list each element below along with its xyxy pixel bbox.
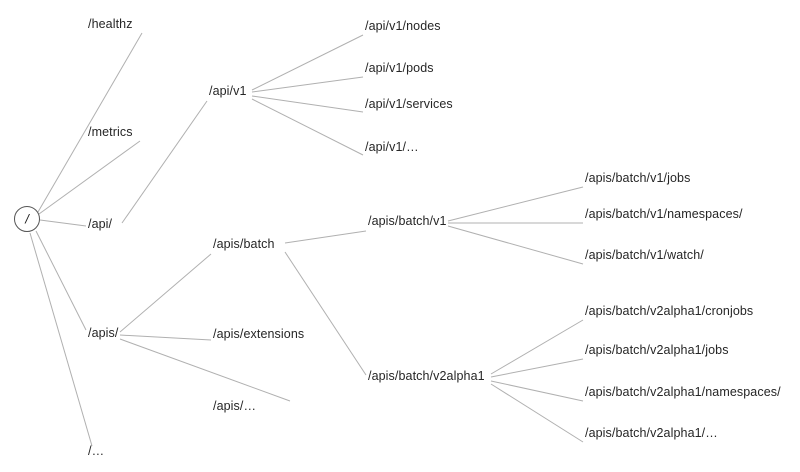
node-root[interactable]: /	[14, 206, 40, 232]
node-apis[interactable]: /apis/	[88, 326, 119, 340]
node-healthz[interactable]: /healthz	[88, 17, 133, 31]
node-batchv2cronjobs[interactable]: /apis/batch/v2alpha1/cronjobs	[585, 304, 754, 318]
node-metrics[interactable]: /metrics	[88, 125, 133, 139]
node-api[interactable]: /api/	[88, 217, 113, 231]
node-batchv1jobs[interactable]: /apis/batch/v1/jobs	[585, 171, 691, 185]
node-batchv1[interactable]: /apis/batch/v1	[368, 214, 447, 228]
node-batchv2alpha1[interactable]: /apis/batch/v2alpha1	[368, 369, 485, 383]
node-batchv1ns[interactable]: /apis/batch/v1/namespaces/	[585, 207, 743, 221]
node-batchv2ns[interactable]: /apis/batch/v2alpha1/namespaces/	[585, 385, 781, 399]
node-rootdots[interactable]: /…	[88, 444, 105, 458]
node-batchv2dots[interactable]: /apis/batch/v2alpha1/…	[585, 426, 718, 440]
node-apisbatch[interactable]: /apis/batch	[213, 237, 275, 251]
node-apiv1[interactable]: /api/v1	[209, 84, 247, 98]
node-apiv1services[interactable]: /api/v1/services	[365, 97, 453, 111]
node-apisdots[interactable]: /apis/…	[213, 399, 257, 413]
node-apisextensions[interactable]: /apis/extensions	[213, 327, 305, 341]
node-apiv1dots[interactable]: /api/v1/…	[365, 140, 419, 154]
node-apiv1nodes[interactable]: /api/v1/nodes	[365, 19, 441, 33]
node-apiv1pods[interactable]: /api/v1/pods	[365, 61, 434, 75]
node-batchv1watch[interactable]: /apis/batch/v1/watch/	[585, 248, 704, 262]
node-batchv2jobs[interactable]: /apis/batch/v2alpha1/jobs	[585, 343, 729, 357]
root-node-label: /	[25, 211, 29, 226]
